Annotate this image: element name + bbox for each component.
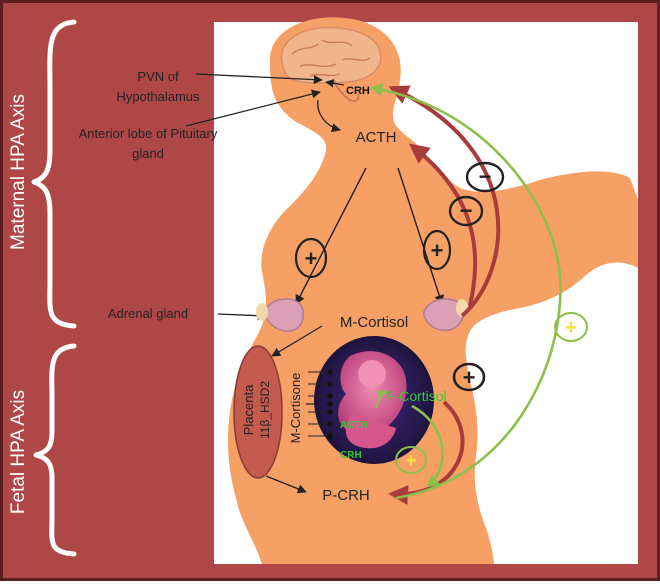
acth-fetal-label: ACTH [340,420,368,431]
fetal-axis-brace [33,343,77,557]
pituitary-pointer-arrow [185,89,321,127]
fetal-axis-label: Fetal HPA Axis [8,390,29,514]
placenta-shape [233,345,283,479]
plus-sign-left-text: + [305,246,318,271]
plus-sign-left: + [294,237,328,279]
f-cortisol-label: F-Cortisol [386,388,447,404]
acth-to-right-adrenal-arrow [397,167,444,305]
plus-sign-yellow-fetal: + [395,446,427,474]
minus-sign-lower: − [448,195,484,227]
p-crh-label: P-CRH [322,487,370,504]
pituitary-label-line2: gland [132,146,164,161]
adrenal-label: Adrenal gland [108,306,188,321]
brain-icon [280,26,382,103]
pvn-label-line2: Hypothalamus [116,89,200,104]
placenta-label-line2: 11β_HSD2 [258,381,272,439]
crh-to-pvn-arrow [325,79,345,88]
fetal-to-pcrh-arrow [388,400,465,505]
plus-sign-fetal-bold-text: + [463,365,476,390]
plus-sign-yellow-right-text: + [565,317,577,339]
acth-to-left-adrenal-arrow [295,167,367,305]
minus-sign-upper-text: − [479,164,492,189]
fetal-cortisol-to-pcrh-arrow [411,404,444,488]
crh-maternal-label: CRH [346,85,370,97]
cortisone-dot-connector [308,369,333,439]
left-adrenal-gland [256,298,305,332]
maternal-axis-brace [31,19,77,329]
acth-maternal-label: ACTH [356,129,397,146]
minus-sign-lower-text: − [460,198,473,223]
plus-sign-fetal-bold: + [452,362,486,392]
pituitary-to-acth-arrow [317,99,341,133]
pituitary-label-line1: Anterior lobe of Pituitary [79,126,218,141]
maternal-axis-label: Maternal HPA Axis [8,94,29,250]
pcrh-to-maternal-crh-arrow [369,83,562,500]
m-cortisone-label: M-Cortisone [288,373,303,444]
pvn-label-line1: PVN of [137,69,179,84]
pvn-pointer-arrow [195,73,323,85]
plus-sign-right: + [422,229,452,271]
m-cortisol-label: M-Cortisol [340,314,408,331]
cortisol-to-placenta-arrow [271,325,323,357]
placenta-to-pcrh-arrow [265,475,307,494]
feedback-cortisol-to-crh-arrow [388,85,501,318]
plus-sign-right-text: + [431,238,444,263]
minus-sign-upper: − [465,161,505,193]
feedback-cortisol-to-acth-arrow [408,143,478,307]
fetus-in-sac [314,336,434,464]
plus-sign-yellow-right: + [554,312,588,342]
plus-sign-yellow-fetal-text: + [405,450,417,472]
placenta-label-line1: Placenta [241,384,256,435]
crh-fetal-label: CRH [340,450,362,461]
fetal-acth-to-cortisol-arrow [375,389,388,409]
